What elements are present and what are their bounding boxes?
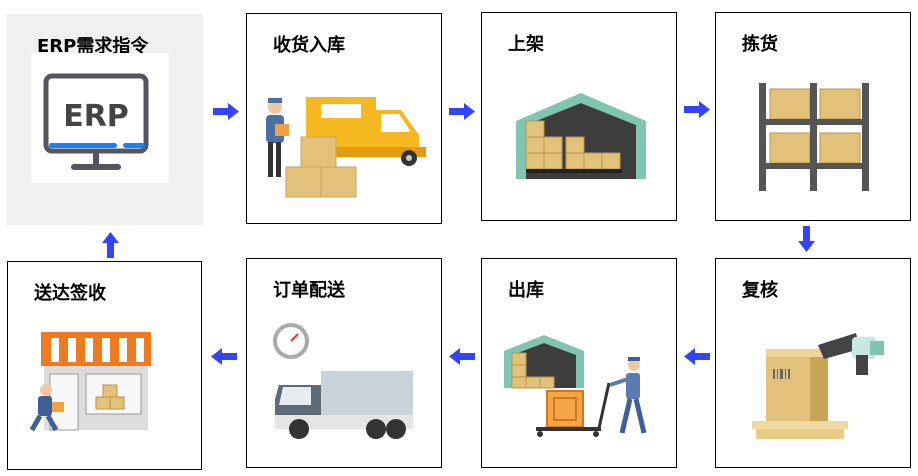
arrow-left-icon	[449, 348, 475, 365]
erp-monitor-icon: ERP	[31, 53, 169, 183]
arrow-right-icon	[684, 101, 710, 118]
step-shelve: 上架	[481, 12, 677, 221]
arrow-right-icon	[449, 103, 475, 120]
step-outbound: 出库	[481, 258, 677, 468]
arrow-left-icon	[684, 348, 710, 365]
step-title: 复核	[742, 280, 778, 301]
warehouse-hand-truck-icon	[504, 335, 647, 437]
shelf-rack-icon	[759, 83, 869, 191]
arrow-left-icon	[211, 348, 237, 365]
step-title: ERP需求指令	[37, 36, 149, 57]
step-erp: ERP需求指令 ERP	[7, 14, 203, 225]
arrow-down-icon	[798, 226, 815, 252]
truck-clock-icon	[273, 323, 413, 439]
delivery-truck-worker-icon	[266, 97, 426, 198]
shop-delivery-icon	[29, 332, 151, 432]
erp-icon-text: ERP	[63, 99, 129, 134]
step-dispatch: 订单配送	[246, 258, 442, 468]
step-receive: 收货入库	[246, 13, 442, 224]
step-sign: 送达签收	[7, 261, 202, 470]
warehouse-boxes-icon	[516, 93, 646, 179]
step-title: 订单配送	[273, 280, 345, 301]
step-title: 上架	[508, 34, 544, 55]
step-pick: 拣货	[715, 12, 911, 221]
arrow-right-icon	[213, 103, 239, 120]
step-check: 复核	[715, 258, 911, 468]
clock-icon	[273, 323, 309, 359]
step-title: 送达签收	[34, 283, 106, 304]
step-title: 拣货	[742, 34, 778, 55]
arrow-up-icon	[102, 232, 119, 258]
step-title: 收货入库	[273, 35, 345, 56]
barcode-scanner-box-icon	[752, 333, 884, 439]
step-title: 出库	[508, 280, 544, 301]
